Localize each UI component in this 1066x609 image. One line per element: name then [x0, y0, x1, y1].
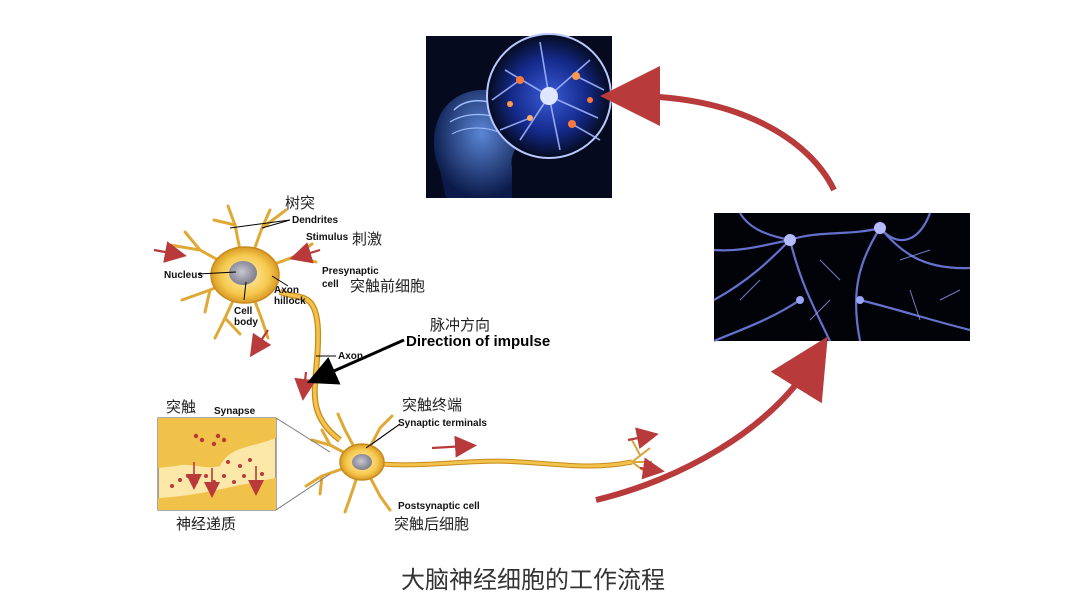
axon-hillock-label-2: hillock: [274, 296, 306, 307]
cycle-arrow-bottom: [596, 362, 812, 500]
brain-neuron-image: [426, 34, 612, 198]
postsynaptic-label: Postsynaptic cell: [398, 501, 480, 512]
presynaptic-label-1: Presynaptic: [322, 266, 379, 277]
postsynaptic-zh-label: 突触后细胞: [394, 515, 469, 533]
stimulus-zh-label: 刺激: [352, 230, 382, 248]
dendrites-label: Dendrites: [292, 215, 339, 226]
neuron-diagram: [154, 206, 654, 512]
neurotransmitter-zh-label: 神经递质: [176, 515, 236, 533]
axon-label: Axon: [338, 351, 363, 362]
axon-hillock-label-1: Axon: [274, 285, 299, 296]
presynaptic-zh-label: 突触前细胞: [350, 277, 425, 295]
cycle-arrow-top: [630, 96, 834, 190]
stimulus-label: Stimulus: [306, 232, 349, 243]
synapse-label: Synapse: [214, 406, 256, 417]
synapse-inset: [158, 418, 330, 510]
presynaptic-label-2: cell: [322, 279, 339, 290]
cell-body-label-2: body: [234, 317, 258, 328]
dendrites-zh-label: 树突: [285, 194, 315, 212]
nucleus-label: Nucleus: [164, 270, 203, 281]
synapse-zh-label: 突触: [166, 398, 196, 416]
synaptic-terminals-label: Synaptic terminals: [398, 418, 487, 429]
synaptic-terminals-zh-label: 突触终端: [402, 396, 462, 414]
neuron-network-image: [714, 213, 970, 341]
direction-zh-label: 脉冲方向: [430, 316, 490, 334]
direction-label: Direction of impulse: [406, 333, 550, 350]
figure-caption: 大脑神经细胞的工作流程: [0, 560, 1066, 595]
cell-body-label-1: Cell: [234, 306, 253, 317]
